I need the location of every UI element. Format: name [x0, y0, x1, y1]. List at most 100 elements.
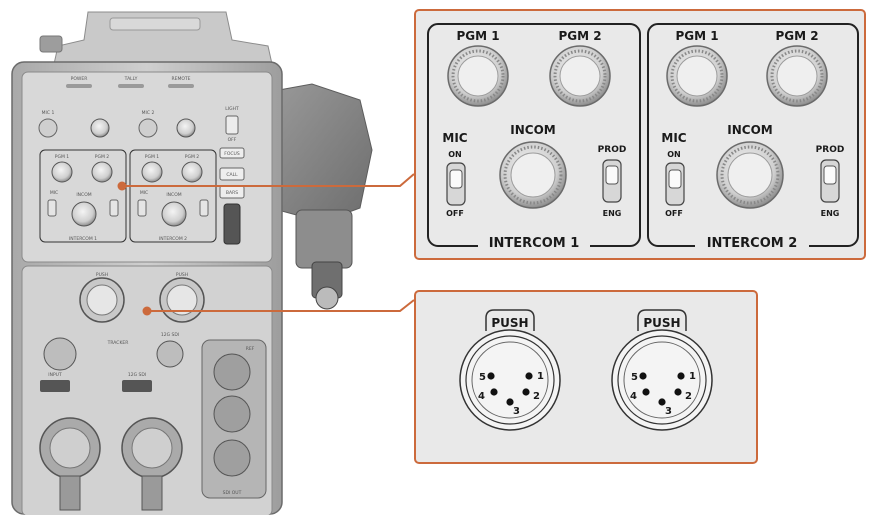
label-tracker: TRACKER — [107, 340, 129, 346]
mini-label-intercom-2: INTERCOM 2 — [159, 236, 187, 242]
mic-2-jack — [138, 118, 158, 138]
label-pgm2: PGM 2 — [775, 29, 818, 43]
label-ref: REF — [246, 346, 255, 352]
label-prod: PROD — [598, 145, 627, 155]
pgm1-knob[interactable] — [447, 45, 509, 107]
label-prod: PROD — [816, 145, 845, 155]
mini-pgm1-knob[interactable] — [141, 161, 163, 183]
push-label: PUSH — [643, 316, 680, 330]
mini-pgm1-knob[interactable] — [51, 161, 73, 183]
input-switch-2[interactable] — [122, 380, 152, 392]
label-remote: REMOTE — [172, 76, 191, 82]
label-off: OFF — [446, 209, 464, 218]
pin-4 — [642, 388, 650, 396]
label-12g-sdi-2: 12G SDI — [128, 372, 146, 378]
label-sdi-out: SDI OUT — [223, 490, 242, 496]
mini-prod-switch[interactable] — [199, 199, 209, 217]
label-focus: FOCUS — [224, 151, 240, 157]
incom-knob[interactable] — [716, 141, 784, 209]
xlr-callout-panel: PUSH 1 2 3 4 5 PUSH 1 — [414, 290, 758, 464]
device-lower-section: TRACKER 12G SDI INPUT 12G SDI REF SDI OU… — [39, 332, 267, 511]
label-intercom-2: INTERCOM 2 — [707, 236, 798, 251]
pin-1 — [677, 372, 685, 380]
mini-prod-switch[interactable] — [109, 199, 119, 217]
mini-label-mic: MIC — [50, 190, 58, 196]
xlr-connector-1: PUSH 1 2 3 4 5 — [459, 309, 561, 431]
mini-label-pgm1: PGM 1 — [55, 154, 70, 160]
mic-2-gain-knob[interactable] — [176, 118, 196, 138]
label-pgm2: PGM 2 — [558, 29, 601, 43]
label-on: ON — [448, 150, 462, 159]
mic-1-jack — [38, 118, 58, 138]
mic-toggle-switch[interactable] — [665, 162, 685, 206]
label-mic-2: MIC 2 — [142, 110, 155, 116]
mini-label-incom: INCOM — [166, 192, 181, 198]
label-eng: ENG — [821, 209, 840, 218]
pin-5 — [487, 372, 495, 380]
mini-incom-knob[interactable] — [71, 201, 97, 227]
pin-3 — [658, 398, 666, 406]
pin-label-4: 4 — [478, 391, 485, 402]
pin-5 — [639, 372, 647, 380]
pin-label-5: 5 — [479, 372, 486, 383]
mini-mic-switch[interactable] — [137, 199, 147, 217]
label-mic: MIC — [661, 131, 686, 145]
vertical-slider[interactable] — [223, 203, 241, 245]
pin-label-5: 5 — [631, 372, 638, 383]
prod-eng-toggle-switch[interactable] — [602, 159, 622, 203]
label-call: CALL — [226, 172, 238, 178]
pin-2 — [522, 388, 530, 396]
mic-row: MIC 1 MIC 2 LIGHT OFF FOCUS — [38, 106, 245, 159]
sdi-port — [156, 340, 184, 368]
incom-knob[interactable] — [499, 141, 567, 209]
mini-label-intercom-1: INTERCOM 1 — [69, 236, 97, 242]
label-bars: BARS — [226, 190, 238, 196]
mic-toggle-switch[interactable] — [446, 162, 466, 206]
camera-converter-device: POWER TALLY REMOTE MIC 1 MIC 2 LIGHT OFF… — [11, 11, 373, 515]
label-light: LIGHT — [225, 106, 239, 112]
label-pgm1: PGM 1 — [456, 29, 499, 43]
call-button[interactable] — [219, 167, 245, 181]
mini-intercom-2: PGM 1 PGM 2 MIC INCOM INTERCOM 2 — [129, 149, 217, 243]
mic-1-gain-knob[interactable] — [90, 118, 110, 138]
sdi-out-port-1 — [213, 395, 251, 433]
input-switch-1[interactable] — [40, 380, 70, 392]
pin-label-3: 3 — [513, 406, 520, 417]
label-off: OFF — [665, 209, 683, 218]
pin-3 — [506, 398, 514, 406]
mini-incom-knob[interactable] — [161, 201, 187, 227]
sdi-out-port-2 — [213, 439, 251, 477]
label-eng: ENG — [603, 209, 622, 218]
pin-label-2: 2 — [533, 391, 540, 402]
device-push-label-2: PUSH — [176, 272, 188, 278]
mini-pgm2-knob[interactable] — [181, 161, 203, 183]
pin-4 — [490, 388, 498, 396]
pgm1-knob[interactable] — [666, 45, 728, 107]
mini-pgm2-knob[interactable] — [91, 161, 113, 183]
xlr-connector-2: PUSH 1 2 3 4 5 — [611, 309, 713, 431]
ref-port — [213, 353, 251, 391]
pgm2-knob[interactable] — [766, 45, 828, 107]
label-on: ON — [667, 150, 681, 159]
pgm2-knob[interactable] — [549, 45, 611, 107]
status-lights: POWER TALLY REMOTE — [66, 76, 194, 88]
pin-label-1: 1 — [689, 371, 696, 382]
pin-label-2: 2 — [685, 391, 692, 402]
mini-label-incom: INCOM — [76, 192, 91, 198]
light-switch[interactable] — [225, 115, 239, 135]
device-push-label-1: PUSH — [96, 272, 108, 278]
label-power: POWER — [71, 76, 88, 82]
label-mic-1: MIC 1 — [42, 110, 55, 116]
prod-eng-toggle-switch[interactable] — [820, 159, 840, 203]
focus-button[interactable] — [219, 147, 245, 159]
tracker-port — [43, 337, 77, 371]
intercom-1-group: PGM 1 PGM 2 MIC ON OFF INCOM — [427, 23, 641, 251]
intercom-2-group: PGM 1 PGM 2 MIC ON OFF INCOM — [647, 23, 859, 251]
mini-mic-switch[interactable] — [47, 199, 57, 217]
label-12g-sdi: 12G SDI — [161, 332, 179, 338]
label-input: INPUT — [48, 372, 62, 378]
pin-label-4: 4 — [630, 391, 637, 402]
mini-intercom-1: PGM 1 PGM 2 MIC INCOM INTERCOM 1 — [39, 149, 127, 243]
side-buttons: CALL BARS — [219, 167, 245, 245]
